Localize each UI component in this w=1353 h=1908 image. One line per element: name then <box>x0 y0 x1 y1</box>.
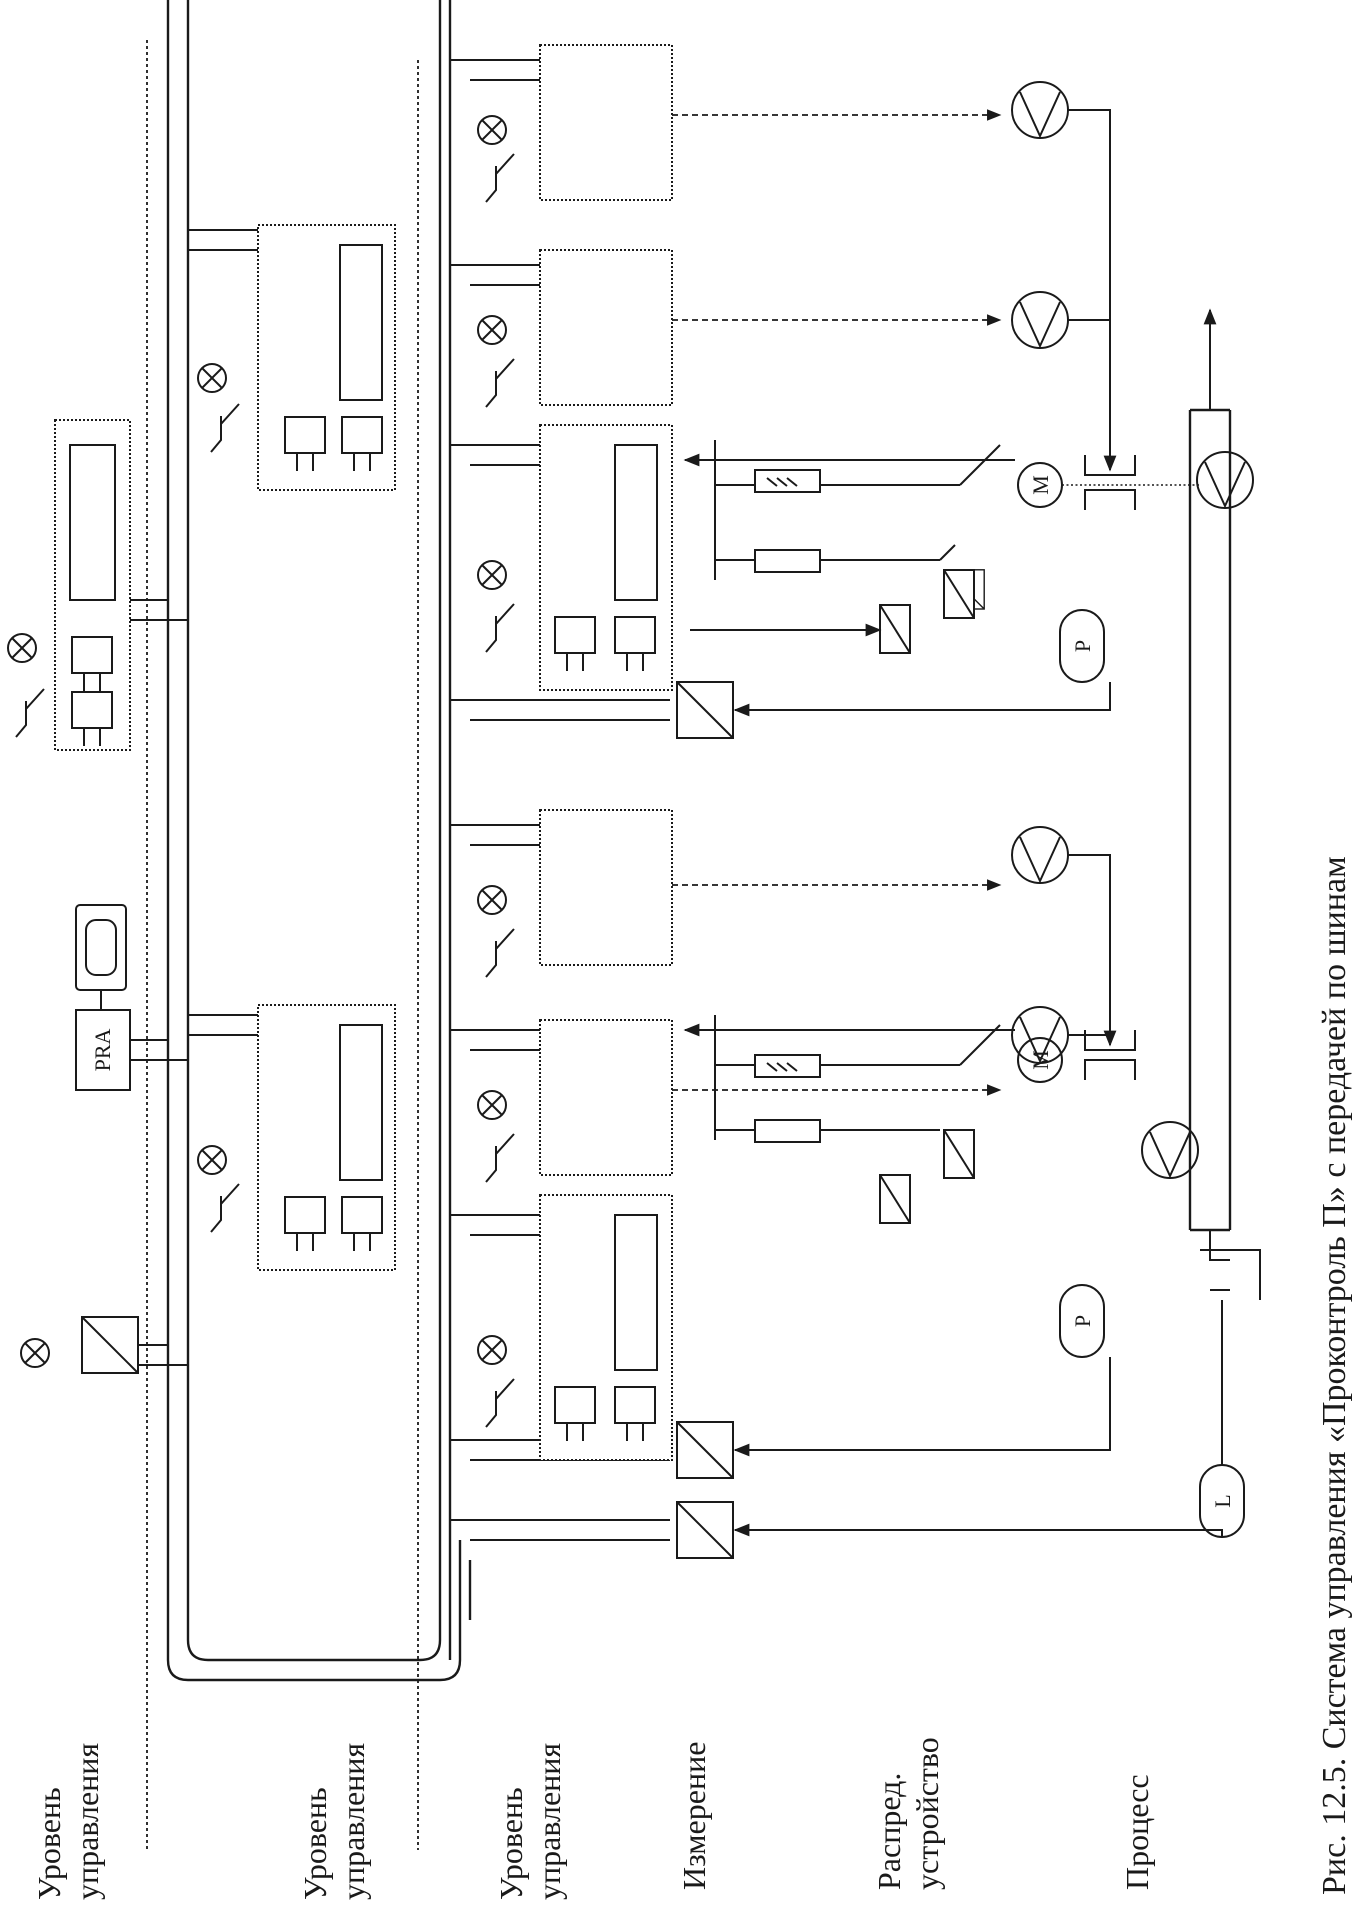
switchgear-lower <box>683 1015 1015 1224</box>
figure-caption: Рис. 12.5. Система управления «Проконтро… <box>1316 856 1353 1895</box>
bus-taps-level1 <box>130 599 188 1366</box>
label-switchgear-line2: устройство <box>909 1737 945 1890</box>
bus-taps <box>450 59 670 1541</box>
module-row-4 <box>477 1194 673 1461</box>
switchgear-upper <box>683 440 1015 654</box>
module-row-2 <box>477 424 673 691</box>
bus-taps-level2 <box>188 229 258 1036</box>
dashed-signal-lines <box>672 109 1200 1096</box>
converter-icon <box>676 1421 734 1479</box>
label-switchgear-line1: Распред. <box>871 1773 907 1890</box>
label-process: Процесс <box>1119 1774 1155 1890</box>
converter-icon <box>676 681 734 739</box>
pra-label: PRA <box>90 1028 115 1071</box>
pump-icon <box>1196 451 1254 509</box>
controller-level2-a <box>197 224 396 491</box>
label-level1-line2: управления <box>69 1743 105 1900</box>
module-row-1 <box>477 44 673 408</box>
motor-label: M <box>1028 475 1053 495</box>
valves <box>1084 455 1136 1080</box>
pressure-sensor-icon <box>1059 1284 1105 1358</box>
label-level2-line1: Уровень <box>297 1787 333 1900</box>
level-labels: Уровень управления Уровень управления Ур… <box>31 1737 1155 1900</box>
lamp-icon <box>20 1338 50 1368</box>
label-measurement: Измерение <box>676 1742 712 1890</box>
monitor-screen <box>85 919 117 976</box>
display-unit <box>69 444 116 601</box>
label-level3-line2: управления <box>531 1743 567 1900</box>
pump-icon <box>1011 81 1069 139</box>
process-pipe <box>1188 308 1261 1300</box>
pressure-sensor-icon <box>1059 609 1105 683</box>
controller-level2-b <box>197 1004 396 1271</box>
pra-box <box>75 1009 131 1091</box>
pump-feed-lines <box>1068 109 1117 1047</box>
monitor-box <box>75 904 127 991</box>
label-level2-line2: управления <box>335 1743 371 1900</box>
bus-lines <box>166 0 472 1682</box>
pump-icon <box>1011 826 1069 884</box>
label-level1-line1: Уровень <box>31 1787 67 1900</box>
level-label: L <box>1210 1494 1235 1507</box>
converter-icon <box>81 1316 139 1374</box>
pressure-label: P <box>1070 1315 1095 1327</box>
lamp-icon <box>7 633 37 663</box>
pump-icon <box>1011 291 1069 349</box>
module-row-3 <box>477 809 673 1183</box>
sensor-return-lines <box>733 682 1223 1537</box>
label-level3-line1: Уровень <box>493 1787 529 1900</box>
pressure-label: P <box>1070 640 1095 652</box>
switch-icon <box>15 688 45 738</box>
converter-icon <box>676 1501 734 1559</box>
